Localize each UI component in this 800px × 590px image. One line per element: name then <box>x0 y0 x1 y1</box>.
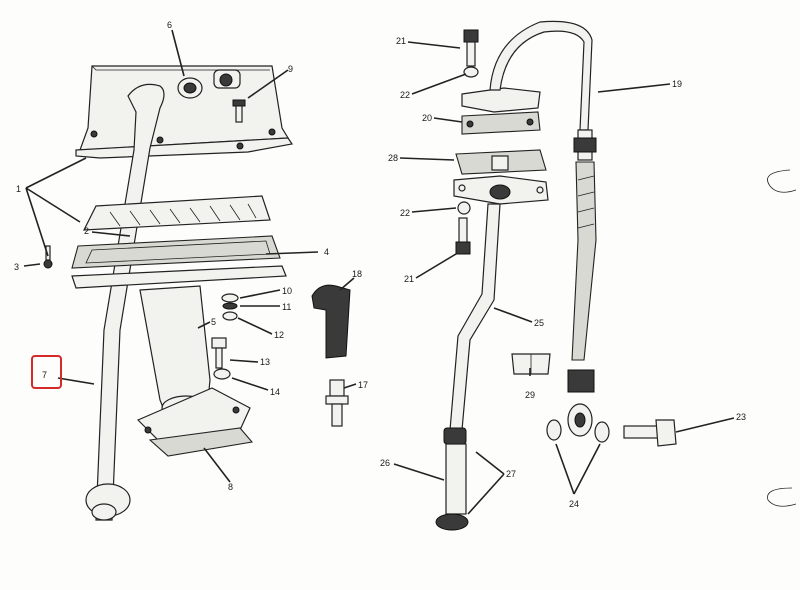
gasket-plates <box>71 235 287 289</box>
callout-27: 27 <box>506 469 516 479</box>
lower-bolt-part-21 <box>455 201 471 255</box>
scan-artifact <box>767 487 797 507</box>
washers-part-24 <box>546 419 610 443</box>
pipe-part-25 <box>449 203 501 431</box>
small-bolt <box>43 245 53 269</box>
callout-7: 7 <box>42 370 47 380</box>
top-flange <box>461 87 541 135</box>
lower-flange <box>453 175 549 205</box>
base-flange <box>136 387 254 457</box>
curved-hose-part-18 <box>311 284 351 359</box>
banjo-bolt-part-23 <box>623 419 677 447</box>
callout-3: 3 <box>14 262 19 272</box>
callout-13: 13 <box>260 357 270 367</box>
callout-8: 8 <box>228 482 233 492</box>
callout-25: 25 <box>534 318 544 328</box>
clip-part-29 <box>511 353 551 375</box>
callout-18: 18 <box>352 269 362 279</box>
callout-12: 12 <box>274 330 284 340</box>
callout-22-top: 22 <box>400 90 410 100</box>
callout-2: 2 <box>84 226 89 236</box>
callout-11: 11 <box>282 302 291 312</box>
callout-26: 26 <box>380 458 390 468</box>
callout-5: 5 <box>211 317 216 327</box>
top-bolt-part-21 <box>463 29 479 78</box>
sleeve-clamps-part-26-27 <box>435 427 469 531</box>
callout-23: 23 <box>736 412 746 422</box>
callout-21-bottom: 21 <box>404 274 414 284</box>
callout-21-top: 21 <box>396 36 406 46</box>
callout-29: 29 <box>525 390 535 400</box>
braided-hose-part-19 <box>567 129 597 437</box>
callout-19: 19 <box>672 79 682 89</box>
leader-lines <box>23 29 735 515</box>
callout-9: 9 <box>288 64 293 74</box>
callout-20: 20 <box>422 113 432 123</box>
callout-1: 1 <box>16 184 21 194</box>
callout-labels: 1 2 3 4 5 6 7 8 9 10 11 12 13 14 17 18 1… <box>14 20 746 509</box>
callout-14: 14 <box>270 387 280 397</box>
callout-7-highlight[interactable] <box>31 355 62 389</box>
callout-28: 28 <box>388 153 398 163</box>
top-housing <box>75 65 294 159</box>
flange-plate-part-28 <box>455 149 547 175</box>
callout-17: 17 <box>358 380 368 390</box>
grille-plate <box>83 195 271 231</box>
washers-bolt-stack <box>211 293 239 380</box>
fitting-part-17 <box>325 379 349 427</box>
callout-10: 10 <box>282 286 292 296</box>
callout-4: 4 <box>324 247 329 257</box>
scan-artifact <box>767 169 797 193</box>
callout-22-bottom: 22 <box>400 208 410 218</box>
callout-24: 24 <box>569 499 579 509</box>
long-pipe-part-7 <box>85 83 165 521</box>
callout-6: 6 <box>167 20 172 30</box>
